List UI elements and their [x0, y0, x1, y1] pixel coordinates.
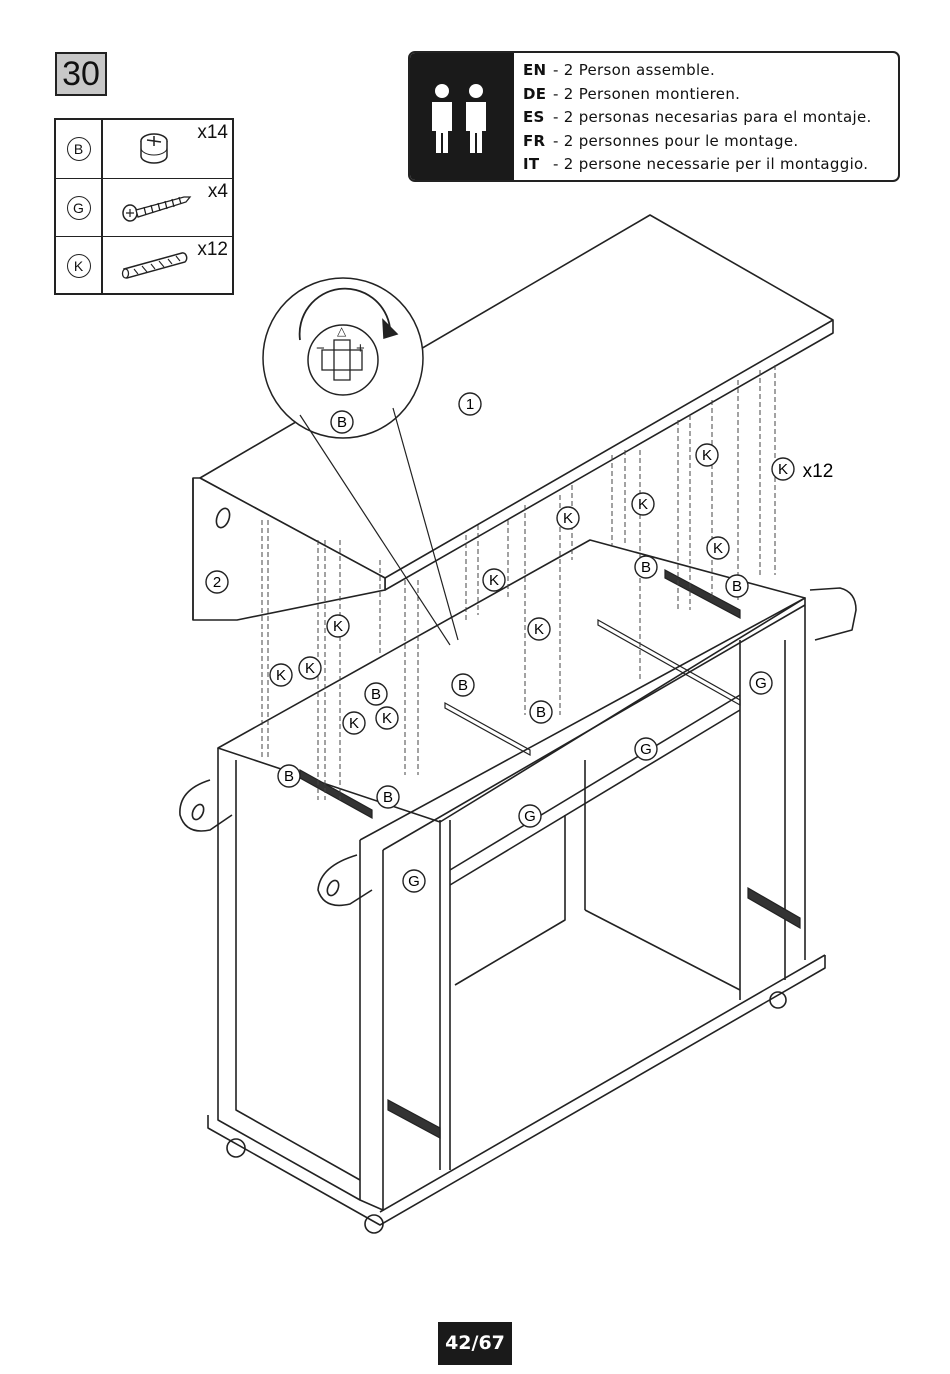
svg-text:2: 2	[213, 574, 221, 591]
svg-text:K: K	[702, 447, 712, 464]
callout-b: B	[377, 786, 399, 808]
callout-g: G	[403, 870, 425, 892]
callout-b: B	[726, 575, 748, 597]
svg-text:K: K	[349, 715, 359, 732]
callout-g: G	[519, 805, 541, 827]
dowel-qty: x12	[803, 461, 834, 482]
svg-text:B: B	[458, 677, 468, 694]
svg-text:K: K	[563, 510, 573, 527]
callout-k: K	[696, 444, 718, 466]
callout-k: K	[327, 615, 349, 637]
page-number: 42/67	[438, 1322, 512, 1365]
callout-k: K	[343, 712, 365, 734]
svg-text:K: K	[778, 461, 788, 478]
callout-panel-2: 2	[206, 571, 228, 593]
svg-text:1: 1	[466, 396, 474, 413]
svg-text:K: K	[333, 618, 343, 635]
callout-panel-1: 1	[459, 393, 481, 415]
callout-k: K	[557, 507, 579, 529]
callout-k: K	[772, 458, 794, 480]
detail-arrow: △	[337, 324, 347, 338]
svg-text:B: B	[284, 768, 294, 785]
svg-text:B: B	[732, 578, 742, 595]
callout-k: K	[299, 657, 321, 679]
svg-text:B: B	[371, 686, 381, 703]
callout-b: B	[331, 411, 353, 433]
callout-g: G	[750, 672, 772, 694]
callout-b: B	[452, 674, 474, 696]
svg-text:K: K	[276, 667, 286, 684]
svg-text:K: K	[713, 540, 723, 557]
assembly-diagram: − + △ B 1 2 K K K K K K K K K K K K B B …	[0, 0, 950, 1300]
svg-text:K: K	[305, 660, 315, 677]
svg-text:K: K	[638, 496, 648, 513]
callout-k: K	[528, 618, 550, 640]
detail-plus: +	[356, 340, 365, 357]
svg-text:K: K	[489, 572, 499, 589]
callout-k: K	[632, 493, 654, 515]
callout-k: K	[707, 537, 729, 559]
svg-text:B: B	[383, 789, 393, 806]
svg-text:B: B	[536, 704, 546, 721]
callout-g: G	[635, 738, 657, 760]
svg-text:K: K	[534, 621, 544, 638]
callout-k: K	[270, 664, 292, 686]
callout-b: B	[530, 701, 552, 723]
callout-b: B	[365, 683, 387, 705]
callout-k: K	[483, 569, 505, 591]
svg-text:G: G	[640, 741, 652, 758]
callout-b: B	[278, 765, 300, 787]
callout-k: K	[376, 707, 398, 729]
callout-b: B	[635, 556, 657, 578]
svg-text:G: G	[755, 675, 767, 692]
svg-text:K: K	[382, 710, 392, 727]
detail-minus: −	[316, 340, 325, 357]
svg-text:G: G	[408, 873, 420, 890]
svg-text:G: G	[524, 808, 536, 825]
svg-text:B: B	[641, 559, 651, 576]
svg-text:B: B	[337, 414, 347, 431]
